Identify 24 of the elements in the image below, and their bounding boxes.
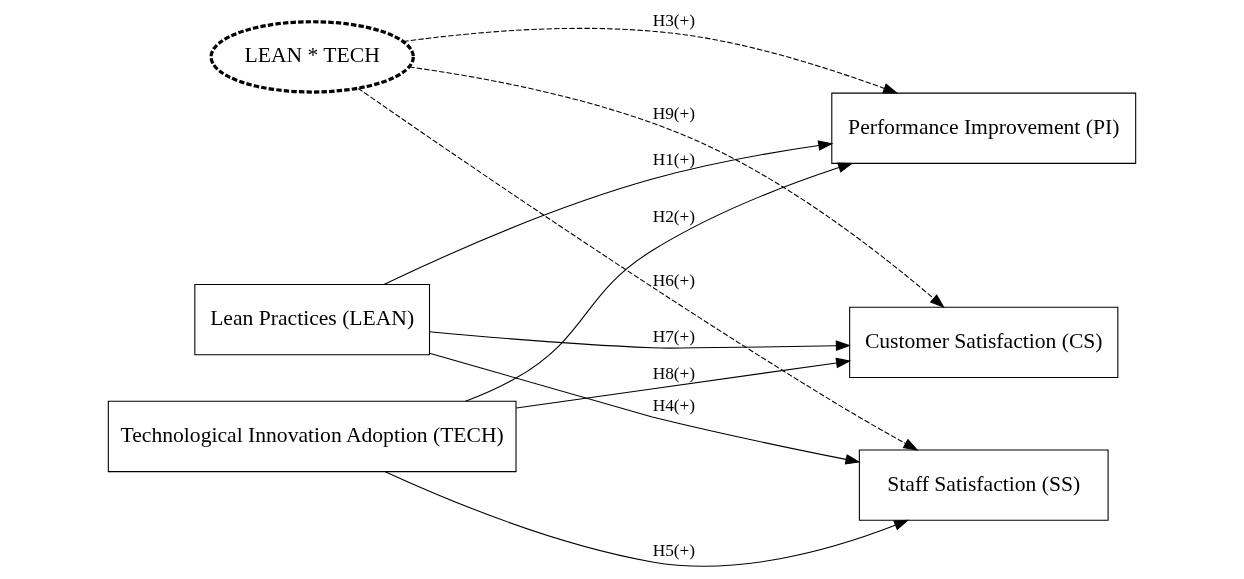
arrow — [515, 357, 852, 409]
arrow — [357, 87, 919, 451]
edge-label: H1(+) — [652, 149, 696, 169]
edge-label: H6(+) — [652, 270, 696, 290]
edge-label: H5(+) — [652, 541, 696, 561]
node-box: Performance Improvement (PI) — [831, 92, 1137, 164]
arrow — [383, 140, 834, 286]
node-box: Lean Practices (LEAN) — [194, 284, 431, 356]
arrow — [464, 162, 854, 402]
node-box: Technological Innovation Adoption (TECH) — [107, 400, 517, 473]
edge-label: H4(+) — [652, 396, 696, 416]
edge-label: H3(+) — [652, 11, 696, 31]
edge-label: H9(+) — [652, 104, 696, 124]
edge-label: H8(+) — [652, 363, 696, 383]
node-ellipse: LEAN * TECH — [209, 20, 415, 94]
arrow — [408, 66, 945, 309]
arrow — [402, 27, 899, 94]
arrow — [384, 471, 910, 567]
arrow — [429, 352, 861, 465]
node-box: Customer Satisfaction (CS) — [849, 306, 1119, 379]
arrow — [429, 331, 851, 351]
edge-label: H7(+) — [652, 327, 696, 347]
edge-label: H2(+) — [652, 207, 696, 227]
node-box: Staff Satisfaction (SS) — [858, 449, 1109, 521]
